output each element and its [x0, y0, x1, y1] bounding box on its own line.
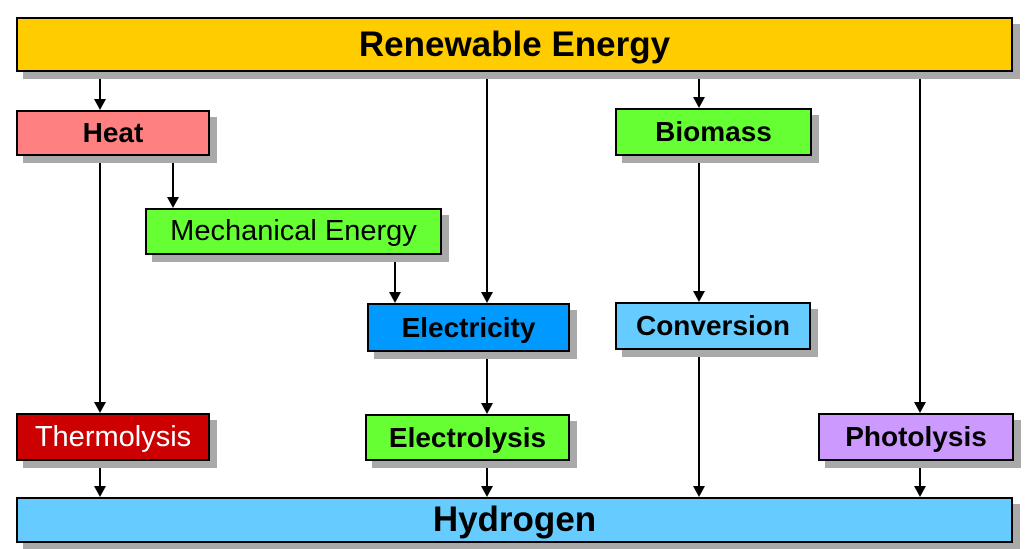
arrow-shaft: [486, 72, 488, 301]
node-label: Conversion: [635, 310, 791, 341]
arrow-head-icon: [914, 402, 926, 413]
arrow-shaft: [99, 72, 101, 108]
arrow-head-icon: [94, 402, 106, 413]
node-label: Electricity: [401, 311, 536, 343]
node-thermolysis: Thermolysis: [16, 413, 210, 461]
node-biomass: Biomass: [615, 108, 812, 156]
arrow-head-icon: [481, 403, 493, 414]
node-photolysis: Photolysis: [818, 413, 1014, 461]
arrow-shaft: [486, 461, 488, 495]
arrow-head-icon: [693, 486, 705, 497]
arrow-shaft: [172, 156, 174, 206]
arrow-shaft: [919, 461, 921, 495]
arrow-head-icon: [94, 99, 106, 110]
node-hydrogen: Hydrogen: [16, 497, 1013, 543]
node-renewable-energy: Renewable Energy: [16, 17, 1013, 72]
arrow-shaft: [99, 461, 101, 495]
arrow-head-icon: [481, 486, 493, 497]
arrow-head-icon: [94, 486, 106, 497]
arrow-shaft: [698, 72, 700, 106]
node-label: Biomass: [655, 116, 772, 147]
arrow-head-icon: [693, 291, 705, 302]
node-electrolysis: Electrolysis: [365, 414, 570, 461]
arrow-shaft: [698, 156, 700, 300]
node-heat: Heat: [16, 110, 210, 156]
node-label: Heat: [82, 117, 144, 148]
node-conversion: Conversion: [615, 302, 811, 350]
arrow-shaft: [394, 255, 396, 301]
arrow-head-icon: [389, 292, 401, 303]
node-label: Thermolysis: [34, 420, 192, 453]
node-electricity: Electricity: [367, 303, 570, 352]
arrow-shaft: [486, 352, 488, 412]
arrow-head-icon: [693, 97, 705, 108]
node-label: Mechanical Energy: [170, 215, 417, 247]
node-label: Photolysis: [845, 421, 987, 452]
node-mechanical-energy: Mechanical Energy: [145, 208, 442, 255]
node-label: Renewable Energy: [358, 24, 671, 64]
arrow-shaft: [919, 72, 921, 411]
arrow-head-icon: [914, 486, 926, 497]
arrow-shaft: [99, 156, 101, 411]
node-label: Electrolysis: [388, 421, 547, 453]
arrow-head-icon: [167, 197, 179, 208]
arrow-shaft: [698, 350, 700, 495]
node-label: Hydrogen: [432, 500, 597, 539]
arrow-head-icon: [481, 292, 493, 303]
